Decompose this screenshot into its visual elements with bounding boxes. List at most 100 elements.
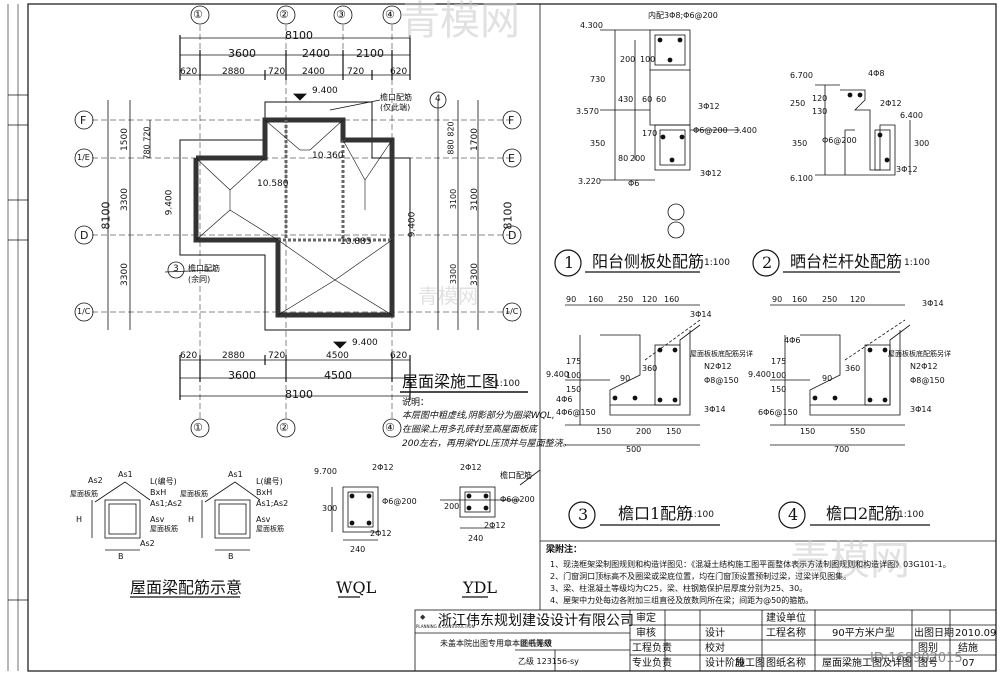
d1-label: 170	[642, 129, 658, 138]
plan-scale: 1:100	[494, 379, 520, 389]
dim-top-r2: 720	[347, 67, 365, 77]
detail-4-title: 檐口2配筋	[826, 504, 901, 523]
d3-label: 屋面板板底配筋另详	[690, 350, 753, 358]
d1-label: 3Φ12	[700, 169, 722, 178]
d4-label: 3Φ14	[922, 299, 944, 308]
schematic-label: As1	[228, 470, 243, 479]
dim-top-r2: 2880	[222, 67, 245, 77]
d1-label: 3.220	[578, 177, 601, 186]
d2-label: 2Φ12	[880, 99, 902, 108]
dim-top-2: 2400	[302, 47, 330, 60]
d1-label: 60	[656, 95, 667, 104]
dim-left: 3300	[119, 263, 130, 286]
dim-right-b: 3100	[449, 188, 459, 210]
tb-cell: 设计阶段	[705, 658, 745, 669]
d3-label: 3Φ14	[690, 310, 712, 319]
elevation-label: 9.400	[164, 189, 175, 216]
dim-right-b: 820	[446, 121, 456, 137]
date-value: 2010.09	[955, 628, 997, 639]
watermark-id: ID:168902015	[870, 651, 963, 666]
wql-label: Φ6@200	[382, 497, 417, 506]
d1-label: Φ6	[628, 179, 640, 188]
axis-bottom-label: ②	[279, 421, 289, 434]
d2-label: 250	[790, 99, 806, 108]
schematic-label: As1	[118, 470, 133, 479]
tb-cell: 审核	[636, 628, 656, 639]
d2-label: 6.700	[790, 71, 813, 80]
d3-label: 500	[626, 445, 642, 454]
d1-label: 3.400	[734, 126, 757, 135]
dim-right-b: 3300	[449, 263, 459, 285]
note-line: 200左右，再用梁YDL压顶并与屋面整浇。	[402, 439, 572, 449]
d3-label: Φ8@150	[704, 376, 739, 385]
drawing-name-value: 屋面梁施工图及详图	[822, 658, 912, 669]
ydl-label: 2Φ12	[460, 463, 482, 472]
d1-label: 3.570	[576, 107, 599, 116]
d3-label: 175	[566, 357, 582, 366]
d1-label: 100	[640, 55, 656, 64]
axis-top-label: ①	[193, 8, 203, 21]
d3-label: 150	[566, 385, 582, 394]
d1-label: 430	[618, 95, 634, 104]
d3-label: 9.400	[546, 370, 569, 379]
ydl-label: 200	[444, 502, 460, 511]
note-line: 在圈梁上用多孔砖封至高屋面板底	[402, 425, 538, 435]
schematic-label: L(编号)	[256, 477, 283, 486]
d2-label: 4Φ8	[868, 69, 885, 78]
d3-label: 150	[596, 427, 612, 436]
d3-label: 100	[566, 371, 582, 380]
d3-label: 160	[588, 295, 604, 304]
company-logo-icon: ◆	[420, 613, 426, 621]
build-unit-label: 建设单位	[766, 613, 806, 624]
detail-4-scale: 1:100	[898, 510, 924, 520]
d2-label: 120	[812, 94, 828, 103]
callout-eave-label: 檐口配筋	[380, 93, 412, 102]
watermark: 青模网	[400, 0, 520, 44]
ydl-label: Φ6@200	[500, 495, 535, 504]
detail-2-scale: 1:100	[904, 258, 930, 268]
d4-label: 90	[822, 374, 833, 383]
no-label: 图号	[918, 658, 938, 669]
elevation-label: 10.360	[312, 151, 344, 161]
axis-left-label: 1/E	[77, 153, 90, 162]
beam-note: 2、门窗洞口顶标高不及圈梁或梁底位置，均在门窗顶设置预制过梁，过梁详见图集。	[550, 572, 852, 581]
d2-label: 6.400	[900, 111, 923, 120]
d2-label: 300	[914, 139, 930, 148]
d4-label: 3Φ14	[910, 405, 932, 414]
dim-left: 3300	[119, 188, 130, 211]
d4-label: 700	[834, 445, 850, 454]
dim-top-r2: 620	[180, 67, 198, 77]
dim-bottom-r2: 3600	[228, 369, 256, 382]
d4-label: 6Φ6@150	[758, 408, 798, 417]
dim-top-r2: 720	[268, 67, 286, 77]
type-label: 图别	[918, 643, 938, 654]
tb-cell: 审定	[636, 613, 656, 624]
d1-label: 60	[642, 95, 653, 104]
ydl-label: 2Φ12	[484, 521, 506, 530]
wql-label: 9.700	[314, 467, 337, 476]
callout-eave-sub: (仅此端)	[380, 103, 411, 112]
dim-left-b: 780	[142, 144, 152, 160]
ydl-title: YDL	[463, 578, 498, 597]
date-label: 出图日期	[914, 628, 954, 639]
detail-1-number: 1	[564, 253, 575, 272]
schematic-label: As2	[140, 539, 155, 548]
elevation-label: 10.885	[340, 237, 372, 247]
d4-label: 4Φ6	[784, 336, 801, 345]
dim-top-r2: 620	[390, 67, 408, 77]
detail-1-scale: 1:100	[704, 258, 730, 268]
detail-2-title: 晒台栏杆处配筋	[790, 252, 903, 271]
type-value: 结施	[958, 643, 978, 654]
axis-right-label: D	[508, 229, 517, 242]
d1-label: 200	[630, 154, 646, 163]
schematic-label: H	[188, 515, 195, 524]
detail-3-title: 檐口1配筋	[618, 504, 693, 523]
d4-label: 120	[850, 295, 866, 304]
disclaimer: 未盖本院出图专用章本图纸无效	[440, 639, 552, 648]
d1-label: 3Φ12	[698, 102, 720, 111]
dim-left: 1500	[119, 128, 130, 151]
callout-eave-label: 檐口配筋	[188, 264, 220, 273]
d3-label: 160	[664, 295, 680, 304]
dim-left-b: 720	[142, 126, 152, 142]
